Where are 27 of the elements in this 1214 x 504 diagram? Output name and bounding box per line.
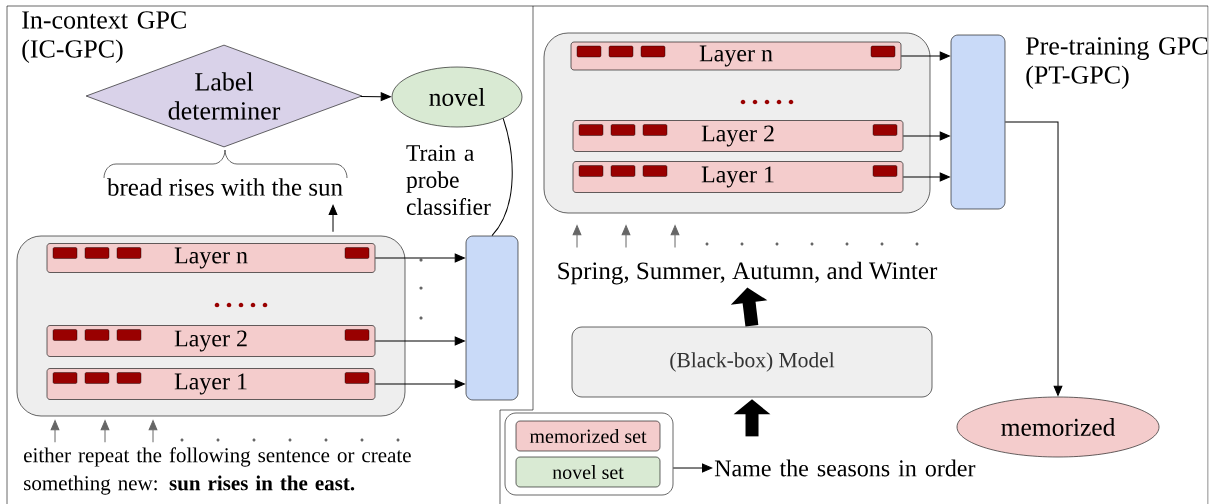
sentence-text: bread rises with the sun bbox=[107, 178, 343, 196]
arrow bbox=[374, 336, 465, 346]
sentence-text: Spring, Summer, Autumn, and Winter bbox=[558, 261, 938, 285]
model-box: (Black-box) Model bbox=[571, 326, 933, 398]
connector-line bbox=[491, 117, 513, 237]
set-box: novel set bbox=[515, 456, 661, 488]
arrow bbox=[572, 225, 582, 248]
probe-box bbox=[465, 235, 519, 401]
arrow bbox=[1004, 121, 1063, 396]
arrow bbox=[621, 225, 631, 248]
arrow bbox=[902, 131, 950, 141]
arrow bbox=[100, 420, 110, 443]
arrow bbox=[148, 420, 158, 443]
arrow bbox=[374, 253, 465, 263]
edge-label: Train a probe classifier bbox=[405, 144, 503, 216]
arrow bbox=[360, 92, 391, 102]
arrow bbox=[902, 172, 950, 182]
arrow bbox=[670, 225, 680, 248]
probe-box bbox=[950, 34, 1006, 210]
arrow bbox=[900, 51, 950, 61]
arrow bbox=[50, 420, 60, 443]
arrow bbox=[374, 379, 465, 389]
set-box: memorized set bbox=[515, 420, 661, 452]
prompt-text: either repeat the following sentence or create something new: sun rises in the east. bbox=[24, 447, 411, 495]
arrow bbox=[672, 463, 713, 473]
prompt-text: Name the seasons in order bbox=[714, 459, 976, 477]
arrow bbox=[328, 204, 338, 233]
